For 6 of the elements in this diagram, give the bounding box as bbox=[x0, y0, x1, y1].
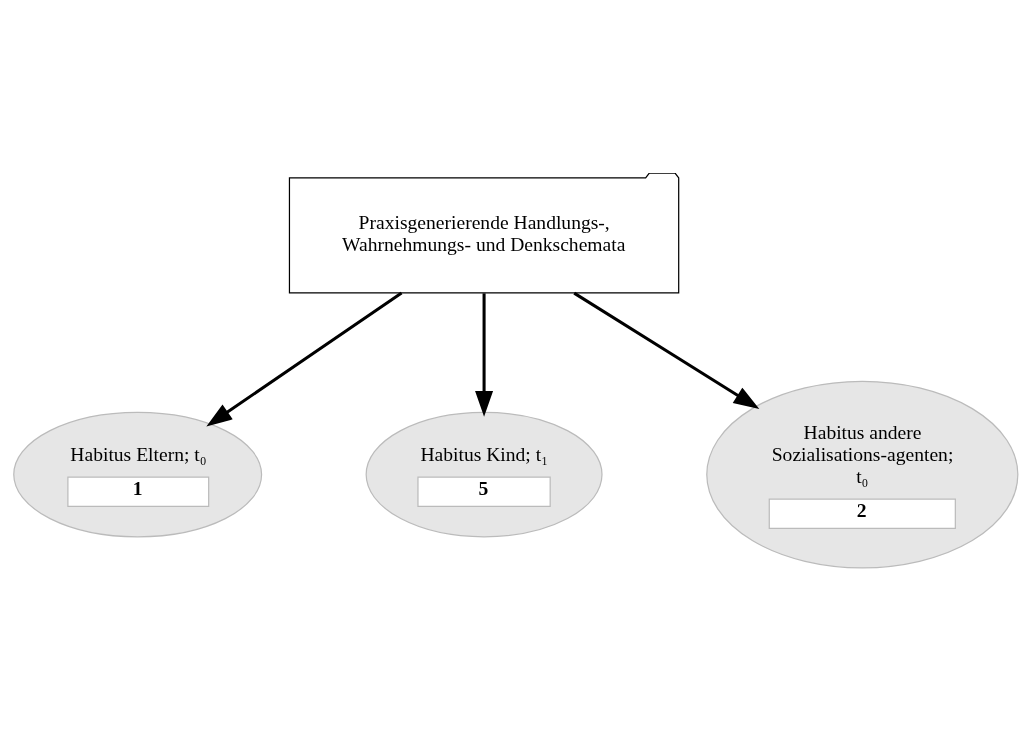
node-ellipse: Habitus Kind; t₁ 5 bbox=[365, 411, 603, 537]
arrow bbox=[474, 292, 493, 417]
arrow bbox=[572, 291, 759, 409]
node-ellipse: Habitus andere Sozialisations-agenten; t₀ 2 bbox=[705, 380, 1018, 569]
arrow bbox=[205, 291, 402, 426]
node-ellipse: Habitus Eltern; t₀ 1 bbox=[12, 411, 262, 537]
